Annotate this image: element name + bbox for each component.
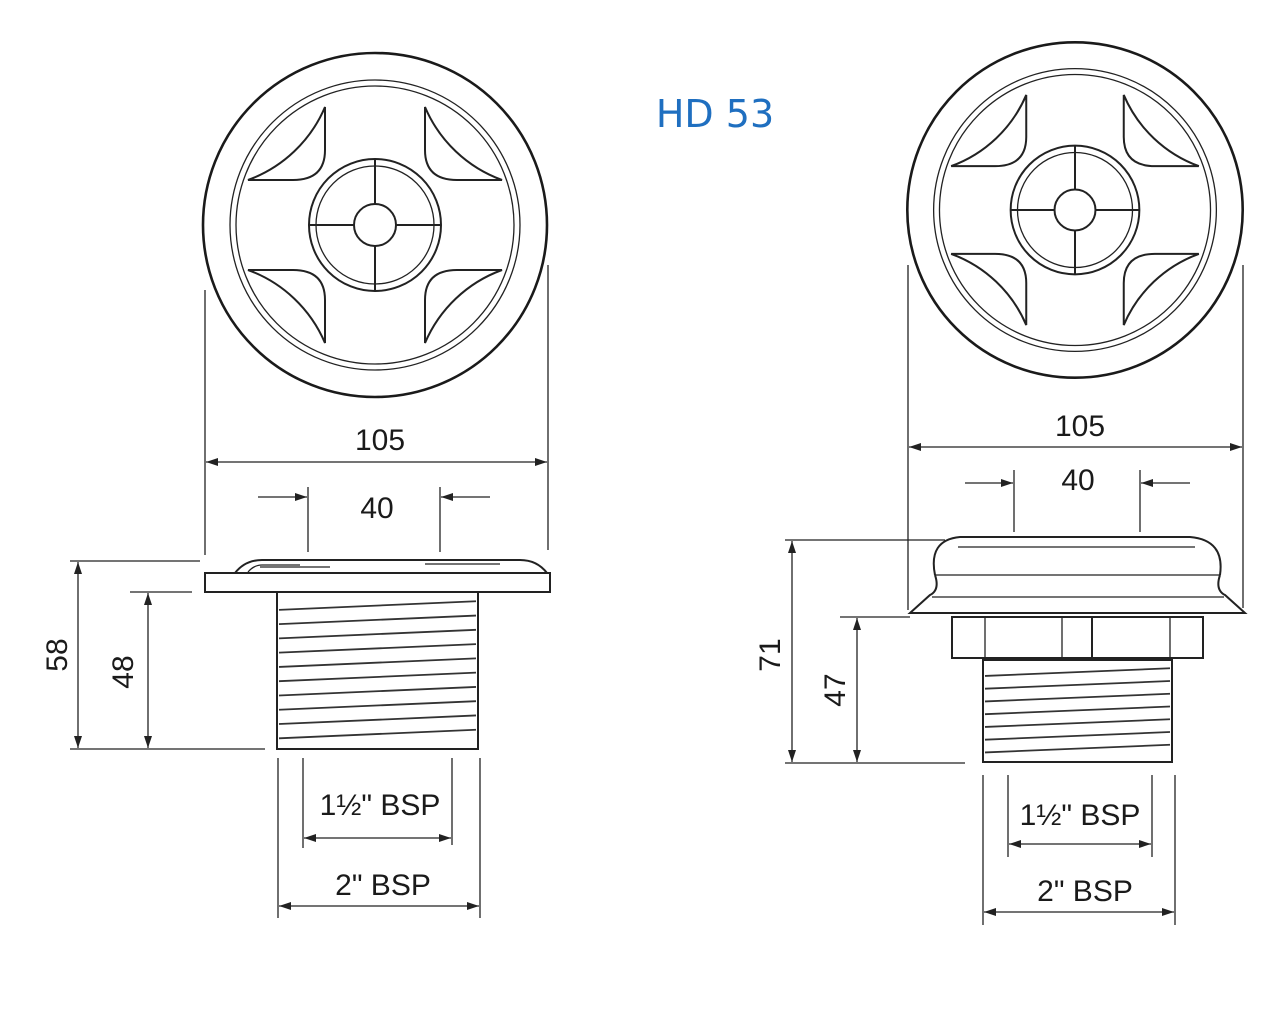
left-thread-height-label: 48 bbox=[107, 655, 140, 688]
thread-line bbox=[984, 705, 1171, 716]
vent-opening bbox=[424, 106, 503, 181]
vent-opening bbox=[1122, 94, 1200, 168]
thread-line bbox=[984, 667, 1171, 677]
right-total-height-label: 71 bbox=[754, 638, 787, 671]
right-width-label: 105 bbox=[1055, 410, 1105, 443]
inner-rim bbox=[932, 67, 1218, 353]
right-top-view bbox=[905, 41, 1244, 379]
outer-rim bbox=[201, 51, 549, 399]
thread-line bbox=[278, 614, 477, 626]
product-title: HD 53 bbox=[656, 92, 774, 136]
right-opening-label: 40 bbox=[1061, 464, 1094, 497]
thread-line bbox=[278, 686, 477, 697]
right-outer-thread-label: 2" BSP bbox=[1037, 875, 1133, 908]
thread-line bbox=[278, 657, 477, 668]
right-dimensions: 105 40 71 47 1½" BSP 2" BSP bbox=[754, 265, 1244, 925]
thread-line bbox=[984, 743, 1171, 754]
outer-rim bbox=[905, 41, 1244, 379]
thread-line bbox=[278, 728, 477, 740]
left-opening-label: 40 bbox=[360, 492, 393, 525]
vent-opening bbox=[247, 106, 326, 181]
thread-line bbox=[984, 680, 1171, 690]
thread-line bbox=[278, 628, 477, 640]
left-width-label: 105 bbox=[355, 424, 405, 457]
thread-line bbox=[278, 700, 477, 711]
vent-opening bbox=[1122, 252, 1200, 326]
left-top-view bbox=[201, 51, 549, 399]
vent-opening bbox=[950, 94, 1028, 168]
thread-line bbox=[278, 671, 477, 683]
thread-line bbox=[984, 692, 1171, 703]
right-side-view bbox=[907, 536, 1248, 763]
left-inner-thread-label: 1½" BSP bbox=[320, 789, 441, 822]
thread-line bbox=[278, 643, 477, 654]
right-inner-thread-label: 1½" BSP bbox=[1020, 799, 1141, 832]
vent-opening bbox=[950, 252, 1028, 326]
thread-line bbox=[984, 718, 1171, 728]
inner-rim bbox=[229, 79, 521, 371]
thread-line bbox=[278, 714, 477, 725]
hub bbox=[1053, 188, 1097, 232]
left-outer-thread-label: 2" BSP bbox=[335, 869, 431, 902]
right-thread-height-label: 47 bbox=[819, 673, 852, 706]
vent-opening bbox=[247, 269, 326, 344]
thread-line bbox=[984, 731, 1171, 741]
left-dimensions: 105 40 58 48 1½" BSP 2" BSP bbox=[41, 265, 549, 918]
thread-line bbox=[278, 600, 477, 611]
vent-opening bbox=[424, 269, 503, 344]
left-side-view bbox=[204, 559, 551, 750]
hub bbox=[353, 203, 397, 247]
left-total-height-label: 58 bbox=[41, 638, 74, 671]
